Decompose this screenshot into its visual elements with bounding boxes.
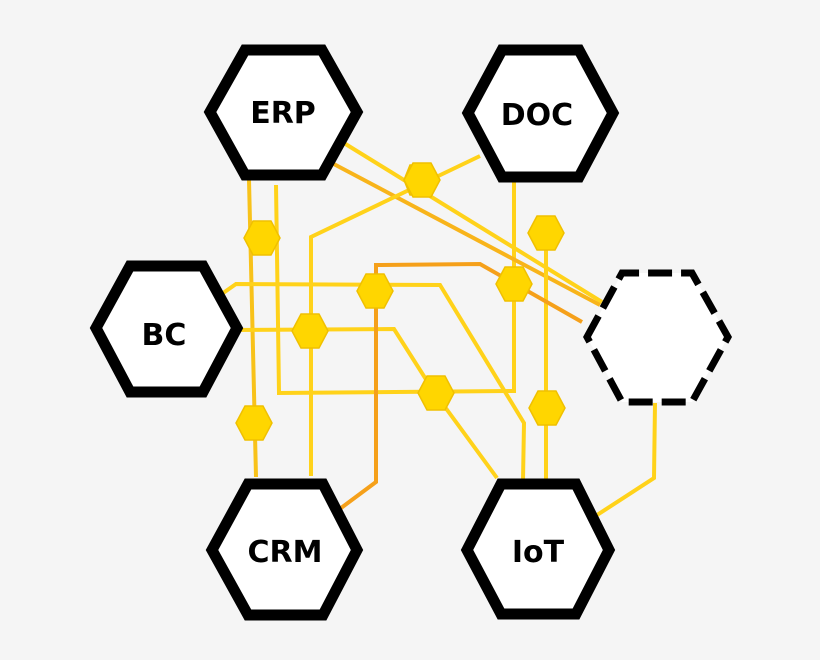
- line-erp-placeholder-orange: [329, 160, 601, 307]
- junction-hex: [243, 220, 281, 256]
- line-placeholder-iot: [592, 402, 657, 519]
- node-bc[interactable]: BC: [89, 260, 244, 398]
- junctions: [235, 162, 566, 441]
- node-label: ERP: [250, 96, 316, 131]
- junction-hex: [235, 405, 273, 441]
- hex-outline: [203, 44, 364, 181]
- junction-hex: [356, 273, 394, 309]
- node-erp[interactable]: ERP: [203, 44, 364, 181]
- hex-outline: [460, 478, 616, 620]
- hex-outline: [461, 44, 620, 183]
- junction-hex: [527, 215, 565, 251]
- hex-outline-dashed: [583, 269, 733, 406]
- hex-outline: [89, 260, 244, 398]
- node-label: DOC: [501, 98, 573, 133]
- junction-hex: [528, 390, 566, 426]
- node-label: CRM: [248, 535, 323, 570]
- node-label: IoT: [512, 535, 565, 570]
- junction-hex: [495, 266, 533, 302]
- line-erp-placeholder-yellow: [337, 138, 604, 304]
- junction-hex: [291, 313, 329, 349]
- node-iot[interactable]: IoT: [460, 478, 616, 620]
- junction-hex: [417, 375, 455, 411]
- line-doc-crm: [309, 154, 481, 476]
- line-bc-iot-2: [229, 326, 499, 480]
- node-doc[interactable]: DOC: [461, 44, 620, 183]
- junction-hex: [403, 162, 441, 198]
- node-label: BC: [142, 318, 187, 353]
- hex-outline: [205, 478, 364, 621]
- node-crm[interactable]: CRM: [205, 478, 364, 621]
- node-placeholder[interactable]: [583, 269, 733, 406]
- line-bc-iot-1: [214, 281, 527, 481]
